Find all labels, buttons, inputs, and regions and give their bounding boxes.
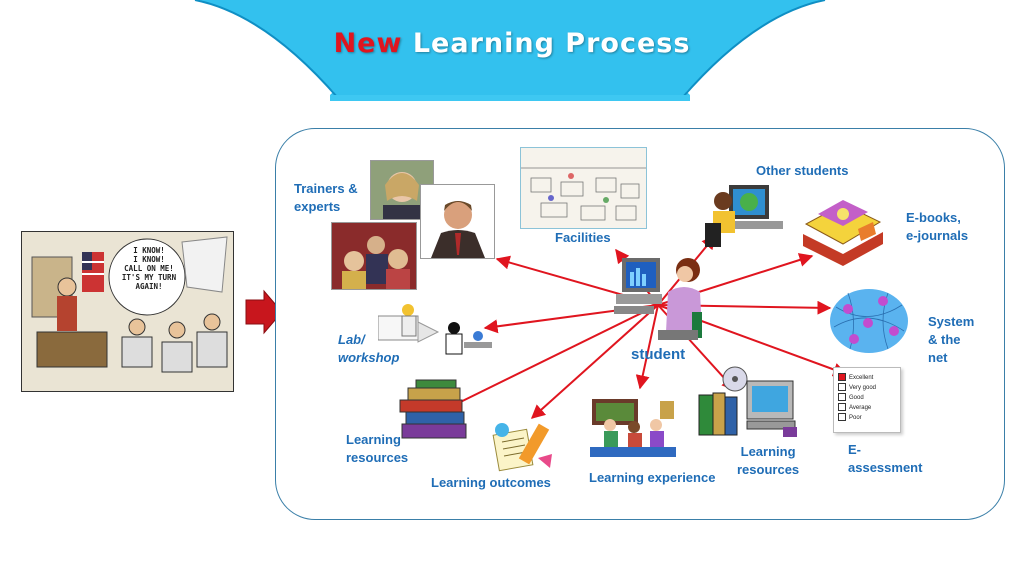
center-student-label: student: [631, 346, 686, 363]
student-computer-icon: [612, 252, 712, 349]
assessment-option-label: Very good: [849, 385, 877, 391]
assessment-option-label: Excellent: [849, 375, 874, 381]
learning-outcomes-icon: [490, 418, 560, 479]
learning-experience-icon: [586, 391, 680, 474]
page-title: New Learning Process: [0, 28, 1024, 59]
title-main: Learning Process: [412, 28, 691, 59]
red-arrow-icon: [245, 289, 283, 335]
system-network-globe-icon: [828, 287, 910, 360]
label-learning-resources-left: Learning resources: [346, 432, 409, 465]
label-facilities: Facilities: [555, 230, 611, 245]
assessment-option-label: Good: [849, 395, 864, 401]
label-system: System & the net: [928, 314, 975, 365]
label-learning-outcomes: Learning outcomes: [431, 475, 551, 490]
label-learning-resources-right: Learning resources: [737, 444, 800, 477]
learning-resources-multimedia-icon: [697, 365, 803, 450]
assessment-option: Average: [838, 403, 896, 413]
label-learning-experience: Learning experience: [589, 470, 716, 485]
title-accent: New: [333, 28, 403, 59]
label-lab: Lab/ workshop: [338, 332, 400, 365]
trainer-man-photo: [420, 184, 495, 259]
assessment-option-label: Poor: [849, 415, 862, 421]
assessment-option: Good: [838, 393, 896, 403]
checkbox-icon: [838, 393, 846, 402]
label-e-assessment: E- assessment: [848, 442, 923, 475]
facilities-sketch: [520, 147, 647, 229]
label-other-students: Other students: [756, 163, 849, 178]
ebooks-icon: [798, 194, 888, 277]
label-trainers: Trainers & experts: [294, 181, 358, 214]
assessment-option: Very good: [838, 383, 896, 393]
checkbox-icon: [838, 403, 846, 412]
assessment-option: Poor: [838, 413, 896, 423]
label-ebooks: E-books, e-journals: [906, 210, 969, 243]
assessment-option-label: Average: [849, 405, 872, 411]
learning-resources-books-icon: [396, 378, 472, 449]
checkbox-icon: [838, 413, 846, 422]
title-banner: [174, 0, 846, 101]
assessment-option: Excellent: [838, 373, 896, 383]
checkbox-icon: [838, 383, 846, 392]
trainers-group-photo: [331, 222, 417, 290]
lab-workshop-icon: [377, 302, 496, 369]
checked-box-icon: [838, 373, 846, 382]
classroom-cartoon: I KNOW! I KNOW! CALL ON ME! IT'S MY TURN…: [21, 231, 234, 392]
cartoon-speech-text: I KNOW! I KNOW! CALL ON ME! IT'S MY TURN…: [121, 246, 177, 291]
other-students-computer-icon: [703, 183, 785, 253]
